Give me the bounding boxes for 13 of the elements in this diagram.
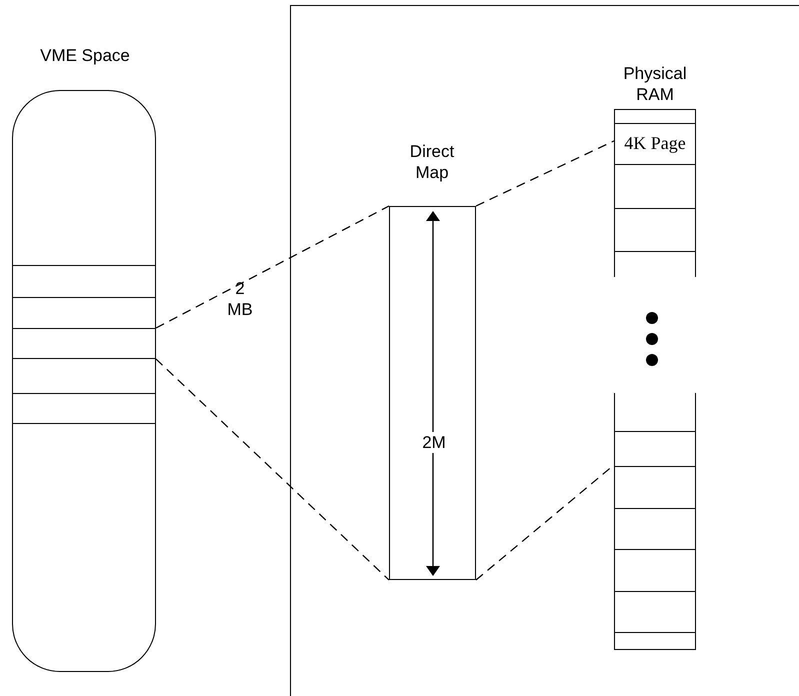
dashed-line	[156, 358, 390, 580]
system-frame	[290, 5, 799, 696]
memory-band	[12, 393, 156, 424]
cell-label: 4K Page	[623, 133, 687, 154]
dashed-line	[156, 205, 390, 329]
ram-page-stack	[614, 393, 696, 650]
heading: VME Space	[39, 45, 131, 66]
heading: Direct Map	[408, 141, 456, 183]
dashed-line	[476, 140, 614, 207]
size-label: 2 MB	[226, 278, 254, 320]
memory-band	[12, 265, 156, 298]
memory-band	[12, 328, 156, 359]
heading: Physical RAM	[622, 63, 688, 105]
